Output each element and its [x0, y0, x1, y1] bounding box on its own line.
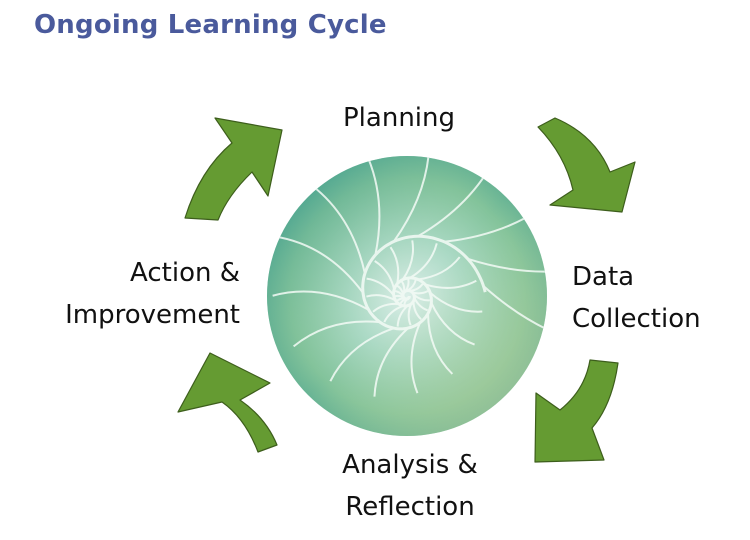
stage-analysis-line2: Reflection	[345, 492, 475, 522]
septum-line	[374, 260, 396, 290]
septum-line	[429, 291, 483, 313]
septum-line	[400, 280, 406, 293]
septum-line	[417, 256, 461, 281]
septum-line	[396, 304, 409, 327]
septum-line	[407, 279, 417, 292]
page-title: Ongoing Learning Cycle	[34, 10, 387, 40]
septum-line	[444, 169, 547, 243]
arrow-to-analysis-icon	[534, 359, 619, 463]
septum-line	[482, 285, 547, 353]
arrow-to-action-icon	[177, 352, 278, 453]
septum-line	[412, 301, 422, 321]
stage-planning: Planning	[343, 103, 455, 133]
septum-line	[394, 289, 404, 297]
septum-line	[412, 290, 429, 295]
septum-line	[292, 320, 381, 348]
septum-line	[329, 327, 395, 382]
stage-analysis-line1: Analysis &	[342, 450, 478, 480]
septum-line	[407, 303, 413, 326]
septum-line	[413, 294, 430, 302]
stage-data-collection-line2: Collection	[572, 304, 701, 334]
septum-line	[417, 156, 510, 238]
septum-line	[396, 284, 405, 295]
stage-data-collection: Data Collection	[572, 256, 701, 340]
stage-action-improvement: Action & Improvement	[20, 252, 240, 336]
septum-line	[373, 327, 409, 397]
septum-line	[410, 322, 421, 394]
septum-line	[430, 302, 475, 346]
septum-line	[467, 248, 547, 273]
septum-line	[354, 156, 381, 256]
septum-line	[383, 304, 404, 323]
septum-line	[403, 298, 408, 306]
septum-line	[399, 298, 407, 305]
arrow-to-data-collection-icon	[537, 117, 636, 213]
septum-line	[404, 278, 410, 292]
septum-line	[413, 297, 429, 312]
septum-line	[366, 277, 395, 296]
septum-line	[389, 246, 400, 284]
septum-line	[392, 156, 431, 243]
septum-line	[274, 235, 364, 294]
stage-action-line1: Action &	[130, 258, 240, 288]
septum-line	[366, 294, 396, 302]
septum-line	[396, 297, 405, 302]
stage-action-line2: Improvement	[65, 300, 240, 330]
septum-line	[427, 313, 454, 375]
arrow-to-planning-icon	[184, 117, 283, 221]
stage-analysis-reflection: Analysis & Reflection	[300, 444, 520, 528]
septum-line	[401, 240, 414, 281]
septum-line	[424, 279, 477, 289]
septum-line	[410, 283, 424, 292]
septum-line	[272, 290, 370, 311]
septum-line	[372, 302, 400, 313]
septum-line	[394, 294, 405, 299]
septum-line	[409, 243, 438, 279]
nautilus-shell-image	[267, 156, 547, 436]
stage-data-collection-line1: Data	[572, 262, 635, 292]
